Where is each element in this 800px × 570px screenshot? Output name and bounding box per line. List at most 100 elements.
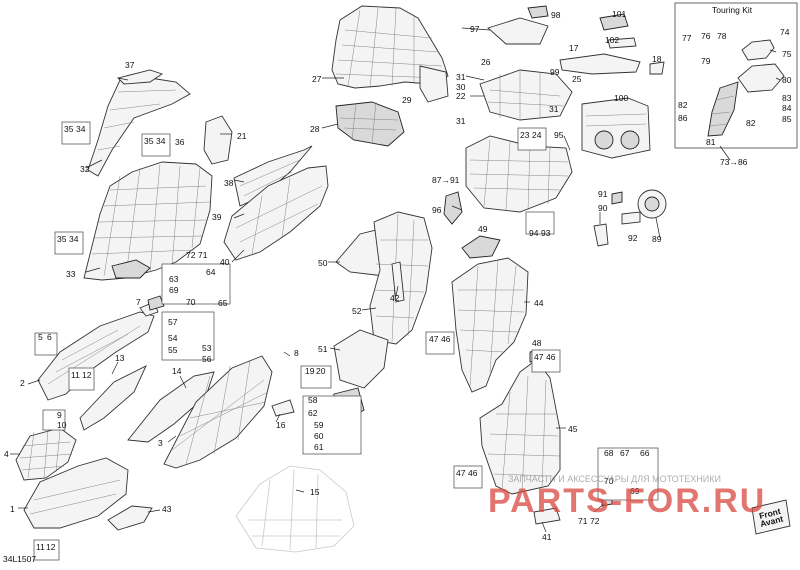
callout-72b: 72 — [590, 516, 600, 526]
callout-39: 39 — [212, 212, 222, 222]
callout-90: 91 — [598, 189, 608, 199]
callout-45: 45 — [568, 424, 578, 434]
callout-9: 9 — [57, 410, 62, 420]
callout-25: 25 — [572, 74, 582, 84]
callout-84: 84 — [782, 103, 792, 113]
callout-30: 30 — [456, 82, 466, 92]
callout-85: 85 — [782, 114, 792, 124]
callout-17: 17 — [569, 43, 579, 53]
watermark-brand: PARTS-FOR.RU — [488, 482, 766, 520]
callout-18: 18 — [652, 54, 662, 64]
drawing-code: 34L1507 — [3, 554, 36, 564]
callout-69b: 69 — [630, 486, 640, 496]
strip-42 — [391, 261, 405, 303]
front-arrow — [751, 499, 791, 535]
callout-11b: 11 — [36, 542, 45, 552]
callout-15: 15 — [310, 487, 320, 497]
callout-13: 13 — [115, 353, 125, 363]
leader-lines — [10, 27, 781, 533]
callout-95: 96 — [432, 205, 442, 215]
callout-56: 56 — [202, 354, 212, 364]
bracket-96 — [487, 17, 549, 45]
callout-82: 82 — [678, 100, 688, 110]
part-100 — [599, 13, 629, 31]
side-trim-2 — [37, 311, 155, 401]
callout-44: 44 — [534, 298, 544, 308]
callout-42: 42 — [390, 293, 400, 303]
callout-64: 64 — [206, 267, 216, 277]
part-90 — [611, 191, 623, 205]
part-17 — [559, 53, 641, 75]
callout-16: 16 — [276, 420, 286, 430]
callout-80: 80 — [782, 75, 792, 85]
headlight-94 — [465, 135, 573, 213]
lower-fairing-45 — [479, 359, 561, 495]
callout-74: 74 — [780, 27, 790, 37]
callout-55: 55 — [168, 345, 178, 355]
callout-100: 101 — [612, 9, 626, 19]
callout-79: 79 — [701, 56, 711, 66]
upper-panel-32 — [87, 77, 191, 177]
touring-kit-title: Touring Kit — [712, 5, 753, 15]
part-95 — [443, 191, 463, 225]
callout-54: 54 — [168, 333, 178, 343]
callout-92: 93 — [541, 228, 551, 238]
callout-34b: 34 — [156, 136, 166, 146]
bracket-21 — [203, 115, 233, 165]
windshield-bracket-22 — [419, 65, 449, 103]
callout-47c: 47 — [456, 468, 466, 478]
callout-82b: 82 — [746, 118, 756, 128]
callout-70b: 70 — [604, 476, 614, 486]
callout-94: 95 — [554, 130, 564, 140]
trim-37 — [117, 69, 164, 85]
callout-99: 100 — [614, 93, 628, 103]
callout-40: 40 — [220, 257, 230, 267]
callout-47b: 47 — [534, 352, 544, 362]
callout-35: 35 — [64, 124, 74, 134]
callout-49: 49 — [478, 224, 488, 234]
callout-91: 92 — [628, 233, 638, 243]
support-22 — [479, 69, 573, 121]
callout-22: 22 — [456, 91, 466, 101]
callout-35c: 35 — [57, 234, 67, 244]
callout-89: 90 — [598, 203, 608, 213]
callout-34: 34 — [76, 124, 86, 134]
callout-59: 59 — [314, 420, 324, 430]
callout-96: 97 — [470, 24, 480, 34]
callout-66: 66 — [640, 448, 650, 458]
callout-88: 89 — [652, 234, 662, 244]
callout-34c: 34 — [69, 234, 79, 244]
callout-26: 26 — [481, 57, 491, 67]
callout-67: 67 — [620, 448, 630, 458]
callout-12b: 12 — [46, 542, 56, 552]
callout-21: 21 — [237, 131, 247, 141]
callout-38: 38 — [224, 178, 234, 188]
callout-70: 70 — [186, 297, 196, 307]
callout-81: 81 — [706, 137, 716, 147]
callout-78: 78 — [717, 31, 727, 41]
callout-28: 28 — [310, 124, 320, 134]
callout-71: 71 — [198, 250, 208, 260]
callout-32: 32 — [80, 164, 90, 174]
callout-51: 51 — [318, 344, 328, 354]
ghost-outline-15 — [235, 465, 355, 553]
callout-72: 72 — [186, 250, 196, 260]
callout-5: 5 — [38, 332, 43, 342]
callout-75: 75 — [782, 49, 792, 59]
holder-91 — [621, 211, 641, 225]
air-vent-49 — [461, 235, 501, 259]
callout-6: 6 — [47, 332, 52, 342]
callout-23: 23 — [520, 130, 530, 140]
touring-kit-ref: 73→86 — [720, 157, 748, 167]
front-cover-1 — [23, 457, 129, 529]
windshield-27 — [331, 5, 449, 89]
callout-46b: 46 — [546, 352, 556, 362]
part-41 — [533, 507, 561, 525]
callout-1: 1 — [10, 504, 15, 514]
callout-31c: 31 — [456, 116, 466, 126]
trim-13 — [79, 365, 147, 431]
mirror-74 — [741, 39, 775, 61]
callout-52: 52 — [352, 306, 362, 316]
part-18 — [649, 61, 665, 75]
